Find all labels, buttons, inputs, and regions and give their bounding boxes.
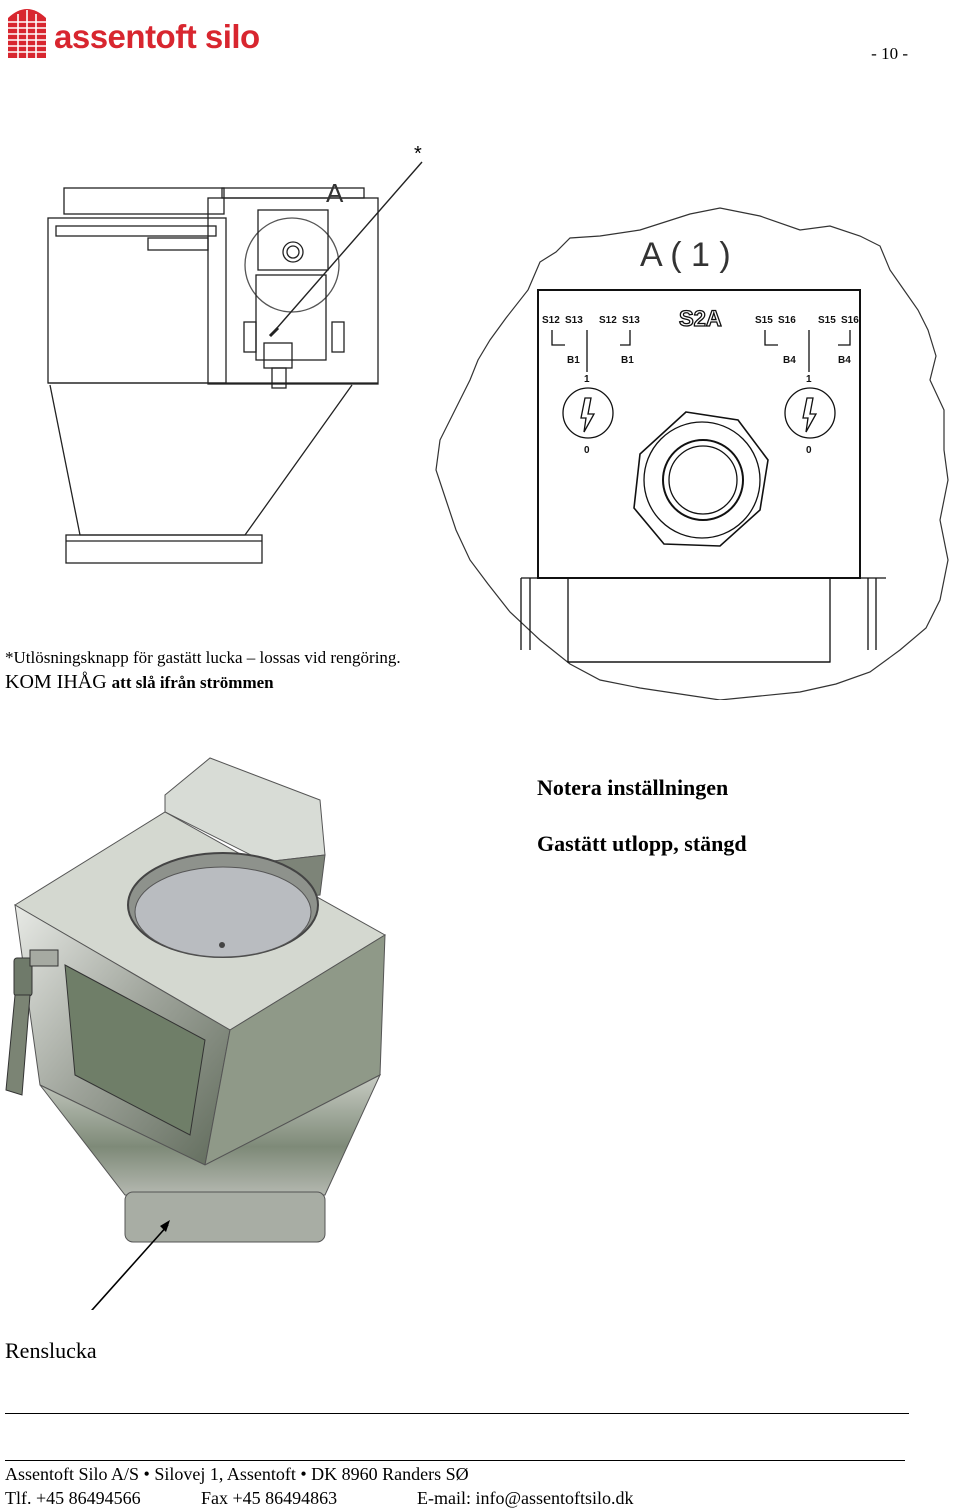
sensor-label: B1 (567, 355, 580, 366)
caption-emphasis: KOM IHÅG (5, 671, 112, 693)
caption-text: *Utlösningsknapp för gastätt lucka – los… (5, 648, 401, 667)
detail-label: A (326, 178, 344, 208)
sensor-label: B1 (621, 355, 634, 366)
sensor-label: B4 (783, 355, 796, 366)
terminal-label: S15 (755, 315, 773, 326)
note-setting: Notera inställningen (537, 775, 729, 800)
asterisk-marker: * (414, 143, 422, 165)
dial-top-label: 1 (584, 374, 590, 385)
footer-email: E-mail: info@assentoftsilo.dk (417, 1488, 634, 1508)
dial-top-label: 1 (806, 374, 812, 385)
note-gastight: Gastätt utlopp, stängd (537, 831, 747, 856)
sensor-label: B4 (838, 355, 851, 366)
footer-address: Assentoft Silo A/S • Silovej 1, Assentof… (5, 1464, 469, 1484)
terminal-label: S12 (599, 315, 617, 326)
silo-logo-icon (8, 9, 46, 58)
caption-bold: att slå ifrån strömmen (111, 673, 274, 692)
terminal-label: S13 (622, 315, 640, 326)
terminal-label: S13 (565, 315, 583, 326)
technical-drawing: * A A ( 1 ) S2A S12 S13 S12 S13 S (47, 143, 949, 700)
footer-fax: Fax +45 86494863 (201, 1488, 338, 1508)
footer-divider (5, 1460, 905, 1461)
terminal-label: S16 (841, 315, 859, 326)
switch-tag: S2A (679, 306, 722, 331)
logo-text: assentoft silo (54, 18, 260, 55)
footer-phone: Tlf. +45 86494566 (5, 1488, 141, 1508)
drawing-caption: *Utlösningsknapp för gastätt lucka – los… (5, 645, 425, 695)
footer-divider (5, 1413, 909, 1414)
page-number: - 10 - (871, 44, 908, 63)
terminal-label: S16 (778, 315, 796, 326)
terminal-label: S15 (818, 315, 836, 326)
detail-title: A ( 1 ) (640, 236, 731, 274)
dial-bottom-label: 0 (806, 445, 812, 456)
dial-bottom-label: 0 (584, 445, 590, 456)
company-logo: assentoft silo (4, 2, 274, 62)
terminal-label: S12 (542, 315, 560, 326)
photo-label: Renslucka (5, 1338, 97, 1363)
outlet-photo (5, 757, 386, 1310)
